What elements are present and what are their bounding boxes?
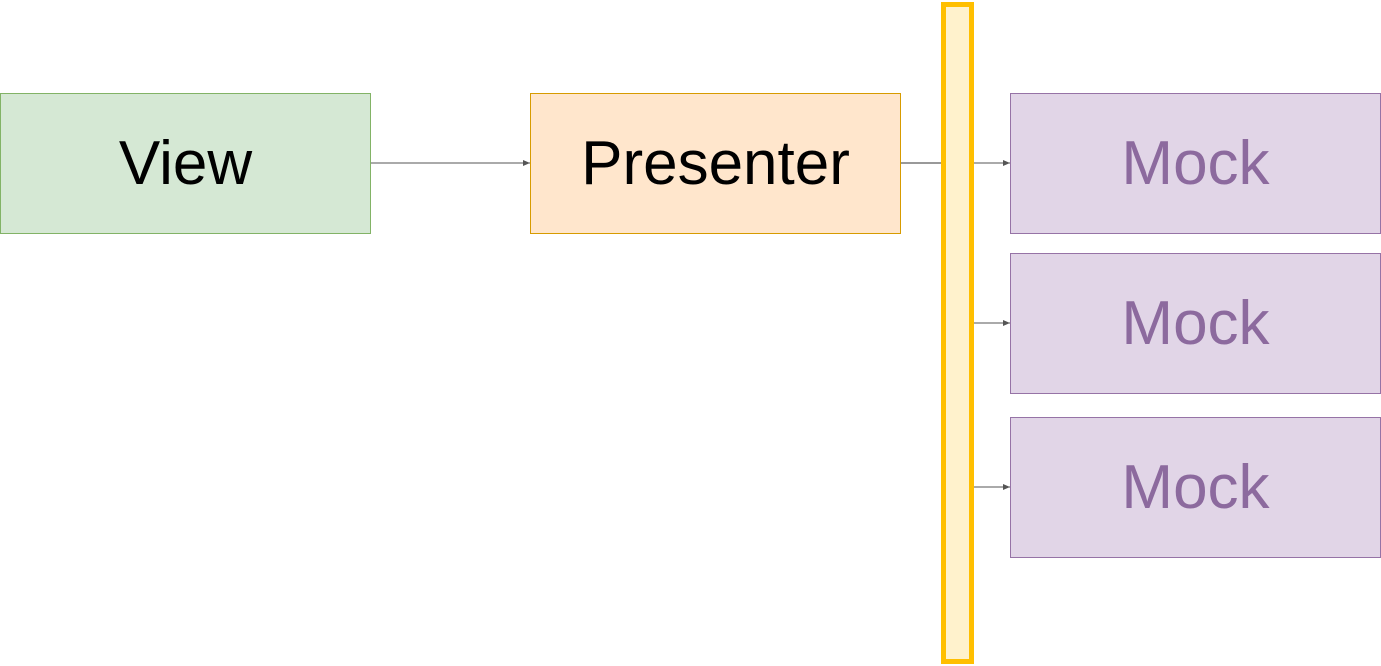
- mock-label-2: Mock: [1121, 288, 1270, 358]
- mock-node-3[interactable]: Mock: [1010, 417, 1381, 558]
- view-node[interactable]: View: [0, 93, 371, 234]
- presenter-node[interactable]: Presenter: [530, 93, 901, 234]
- mock-label-3: Mock: [1121, 452, 1270, 522]
- view-label: View: [118, 128, 253, 198]
- mock-label-1: Mock: [1121, 128, 1270, 198]
- presenter-label: Presenter: [581, 128, 850, 198]
- interface-bar[interactable]: [941, 2, 974, 664]
- mock-node-2[interactable]: Mock: [1010, 253, 1381, 394]
- mock-node-1[interactable]: Mock: [1010, 93, 1381, 234]
